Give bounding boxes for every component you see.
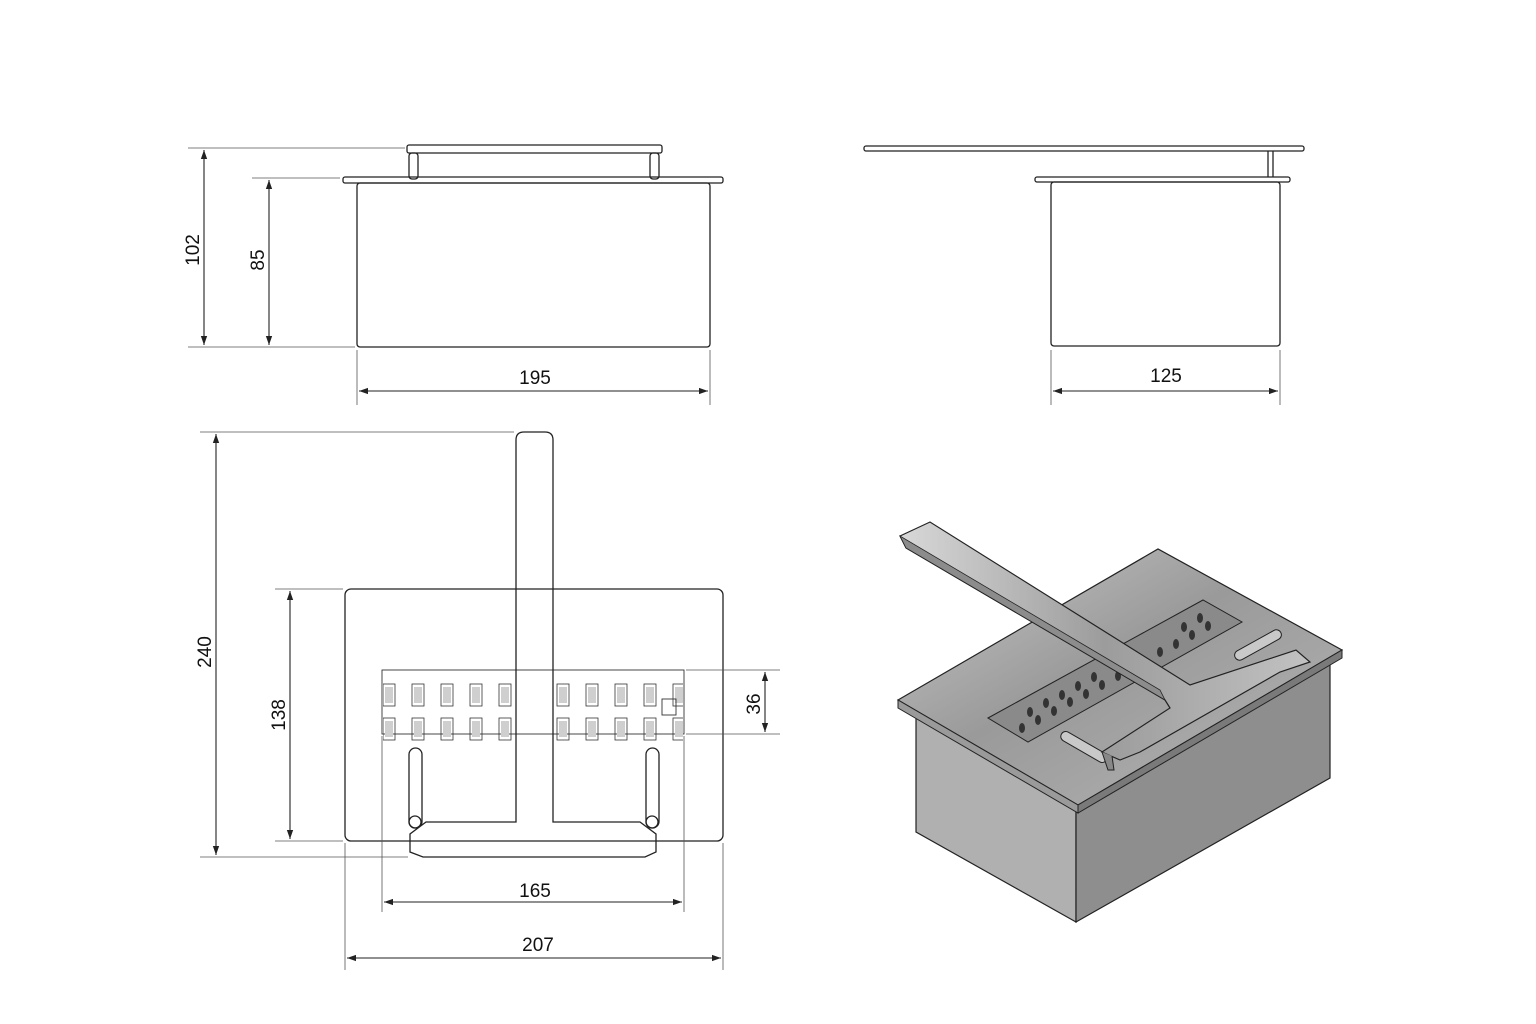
dim-label-top-inner-width: 165 (519, 881, 551, 902)
top-view (344, 431, 724, 858)
dim-label-top-total-length: 240 (195, 636, 216, 668)
isometric-view (896, 521, 1344, 924)
dim-label-side-width: 125 (1150, 366, 1182, 387)
dim-label-top-slot-width: 36 (744, 693, 765, 714)
top-width-dimensions: 165 207 (344, 736, 724, 970)
dim-label-front-body-height: 85 (248, 249, 269, 270)
dim-label-front-width: 195 (519, 368, 551, 389)
front-view (342, 144, 724, 348)
side-width-dimension: 125 (1050, 350, 1281, 405)
dim-label-top-outer-width: 207 (522, 935, 554, 956)
top-slot-dimension: 36 (686, 669, 780, 735)
dim-label-front-total-height: 102 (183, 234, 204, 266)
front-height-dimensions: 102 85 (183, 147, 405, 348)
front-width-dimension: 195 (356, 350, 711, 405)
top-vertical-dimensions: 240 138 (195, 431, 514, 858)
side-view (863, 145, 1305, 347)
dim-label-top-body-depth: 138 (269, 699, 290, 731)
